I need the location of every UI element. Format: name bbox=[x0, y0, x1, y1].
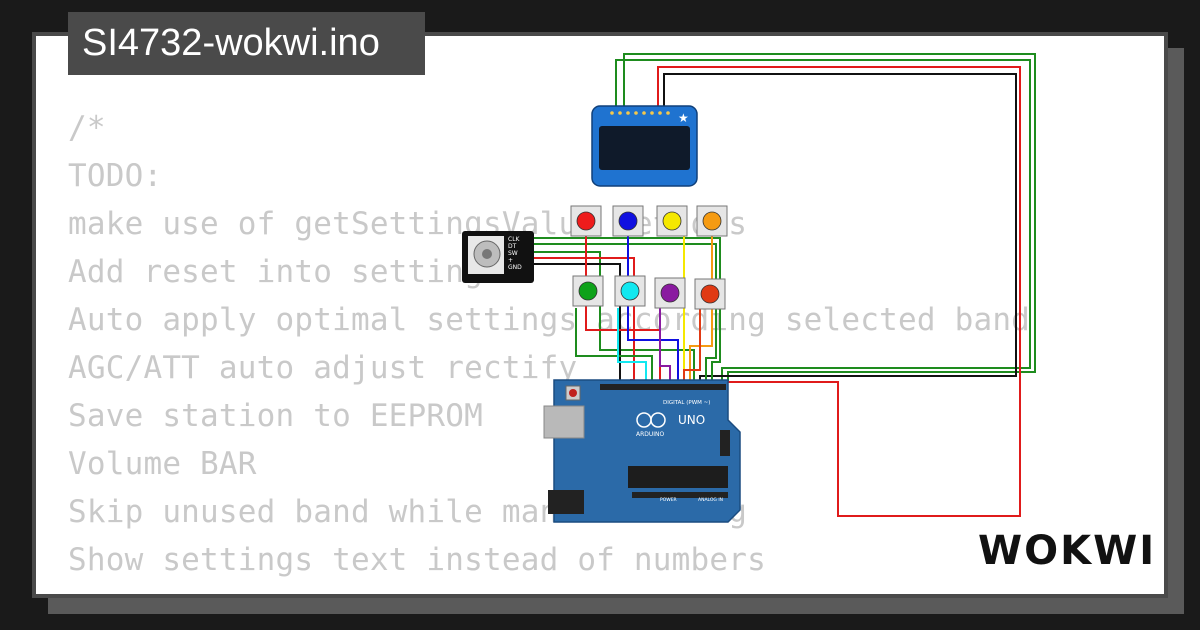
wire-enc-sw bbox=[534, 251, 695, 382]
wire-enc-gnd bbox=[534, 263, 621, 380]
arduino-logo-icon bbox=[650, 412, 666, 428]
wire-btn-5 bbox=[575, 308, 653, 382]
reset-button-cap bbox=[569, 389, 577, 397]
encoder-pin-label: SW bbox=[508, 250, 518, 257]
usb-port bbox=[543, 405, 585, 439]
power-jack bbox=[548, 490, 584, 514]
wire-enc-dt bbox=[534, 243, 717, 382]
wire-red-vcc bbox=[657, 66, 1021, 517]
encoder-pin-label: GND bbox=[508, 264, 522, 271]
push-button[interactable] bbox=[612, 205, 644, 237]
push-button[interactable] bbox=[614, 275, 646, 307]
board-model-label: UNO bbox=[678, 413, 705, 427]
code-preview: /*TODO:make use of getSettingsValue meth… bbox=[68, 104, 1031, 594]
push-button[interactable] bbox=[654, 277, 686, 309]
code-line: Auto apply optimal settings according se… bbox=[68, 302, 1031, 338]
digital-label: DIGITAL (PWM ~) bbox=[663, 400, 710, 406]
code-line: Show settings text instead of numbers bbox=[68, 542, 766, 578]
encoder-pin-label: CLK bbox=[508, 236, 521, 243]
code-line: Save station to EEPROM bbox=[68, 398, 483, 434]
encoder-pin-label: + bbox=[508, 257, 513, 264]
wire-btn-8 bbox=[683, 308, 701, 382]
encoder-pin-label: DT bbox=[508, 243, 517, 250]
code-line: /* bbox=[68, 110, 106, 146]
analog-label: ANALOG IN bbox=[698, 497, 723, 503]
wire-btn-7 bbox=[659, 308, 671, 382]
digital-header bbox=[600, 384, 726, 390]
star-icon: ★ bbox=[678, 111, 689, 125]
code-line: TODO: bbox=[68, 158, 163, 194]
wire-black-gnd bbox=[663, 73, 1017, 382]
push-button[interactable] bbox=[694, 278, 726, 310]
push-button[interactable] bbox=[570, 205, 602, 237]
board-brand-label: ARDUINO bbox=[636, 431, 665, 438]
push-buttons bbox=[570, 205, 728, 310]
code-line: Volume BAR bbox=[68, 446, 257, 482]
icsp-header bbox=[720, 430, 730, 456]
push-button[interactable] bbox=[656, 205, 688, 237]
project-title[interactable]: SI4732-wokwi.ino bbox=[68, 12, 425, 75]
wire-btn-6 bbox=[617, 308, 647, 382]
code-line: Button SHR long press bbox=[68, 584, 1030, 594]
rotary-encoder[interactable]: CLK DT SW + GND bbox=[462, 231, 534, 283]
push-button[interactable] bbox=[572, 275, 604, 307]
arduino-uno[interactable]: DIGITAL (PWM ~) UNO ARDUINO POWER ANALOG… bbox=[543, 379, 741, 523]
push-button[interactable] bbox=[696, 205, 728, 237]
power-analog-header bbox=[632, 492, 728, 498]
oled-display[interactable]: ★ bbox=[591, 105, 698, 187]
wire-enc-clk bbox=[534, 237, 721, 382]
wire-green-1 bbox=[615, 59, 1031, 382]
wokwi-logo[interactable]: WOKWI bbox=[978, 528, 1157, 574]
wire-green-2 bbox=[623, 53, 1036, 382]
microcontroller-chip bbox=[628, 466, 728, 488]
power-label: POWER bbox=[660, 497, 677, 503]
